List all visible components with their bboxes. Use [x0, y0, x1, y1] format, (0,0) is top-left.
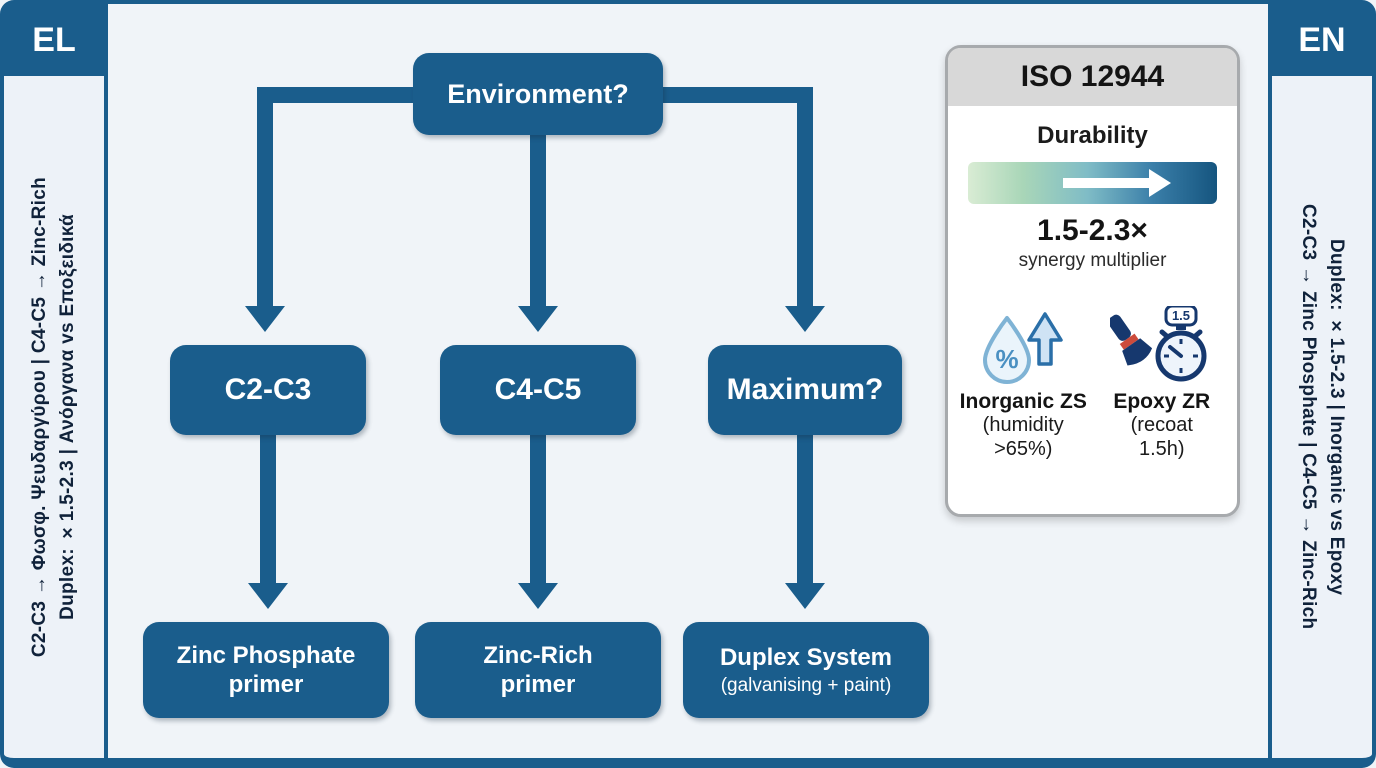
item-detail-line2: >65%) [994, 437, 1053, 460]
panel-title: ISO 12944 [948, 48, 1237, 106]
english-summary-text: C2-C3 → Zinc Phosphate | C4-C5 → Zinc-Ri… [1272, 76, 1372, 758]
leaf-label-line1: Duplex System [719, 643, 893, 671]
node-c4-c5-label: C4-C5 [494, 373, 582, 406]
recoat-badge: 1.5 [1172, 308, 1190, 323]
synergy-multiplier-caption: synergy multiplier [1018, 250, 1167, 271]
node-zinc-phosphate-primer: Zinc Phosphate primer [143, 622, 389, 718]
humidity-drop-up-arrow-icon: % [983, 312, 1063, 384]
node-c4-c5: C4-C5 [440, 345, 636, 435]
connector-stem-middle-lower [530, 435, 546, 585]
connector-stem-left-lower [260, 435, 276, 585]
brush-icon [1109, 314, 1152, 366]
arrowhead-icon [785, 583, 825, 609]
node-environment-label: Environment? [447, 78, 629, 109]
item-name: Inorganic ZS [959, 390, 1087, 413]
language-badge-en: EN [1272, 4, 1372, 76]
synergy-multiplier-value: 1.5-2.3× [1037, 214, 1148, 247]
durability-label: Durability [1037, 122, 1148, 149]
node-duplex-system: Duplex System (galvanising + paint) [683, 622, 929, 718]
epoxy-zr-item: 1.5 Epoxy ZR (recoat 1.5h) [1094, 306, 1230, 461]
right-arrow-icon [1063, 178, 1151, 188]
connector-stem-right-lower [797, 435, 813, 585]
sidebar-greek: EL C2-C3 → Φωσφ. Ψευδαργύρου | C4-C5 → Z… [4, 4, 108, 758]
percent-badge: % [996, 344, 1019, 374]
arrowhead-icon [785, 306, 825, 332]
leaf-label-line2: primer [500, 671, 576, 698]
sidebar-english: EN C2-C3 → Zinc Phosphate | C4-C5 → Zinc… [1268, 4, 1372, 758]
item-name: Epoxy ZR [1113, 390, 1211, 413]
connector-stem-right [797, 95, 813, 308]
right-arrowhead-icon [1149, 169, 1171, 197]
node-maximum-label: Maximum? [726, 373, 884, 406]
arrowhead-icon [518, 306, 558, 332]
greek-summary-line2: Duplex: ×1.5-2.3 | Ανόργανα vs Εποξειδικ… [57, 214, 78, 620]
leaf-label-line2: (galvanising + paint) [720, 675, 892, 697]
english-summary-line1: C2-C3 → Zinc Phosphate | C4-C5 → Zinc-Ri… [1298, 204, 1319, 630]
item-detail-line1: (recoat [1130, 414, 1193, 436]
node-c2-c3-label: C2-C3 [224, 373, 312, 406]
arrowhead-icon [248, 583, 288, 609]
item-detail-line2: 1.5h) [1138, 437, 1185, 460]
durability-gradient-bar [968, 162, 1217, 204]
greek-summary-text: C2-C3 → Φωσφ. Ψευδαργύρου | C4-C5 → Zinc… [4, 76, 104, 758]
connector-stem-middle [530, 130, 546, 308]
item-detail-line1: (humidity [982, 414, 1064, 436]
brush-stopwatch-icon: 1.5 [1109, 306, 1207, 382]
inorganic-zs-item: % Inorganic ZS (humidity >65%) [955, 306, 1091, 461]
arrowhead-icon [245, 306, 285, 332]
greek-summary-line1: C2-C3 → Φωσφ. Ψευδαργύρου | C4-C5 → Zinc… [29, 176, 50, 658]
leaf-label-line2: primer [228, 671, 304, 698]
node-environment: Environment? [413, 53, 663, 135]
arrowhead-icon [518, 583, 558, 609]
leaf-label-line1: Zinc-Rich [483, 641, 593, 669]
stopwatch-icon: 1.5 [1155, 306, 1207, 382]
english-summary-line2: Duplex: ×1.5-2.3 | Inorganic vs Epoxy [1326, 238, 1347, 596]
leaf-label-line1: Zinc Phosphate [176, 641, 356, 669]
node-maximum: Maximum? [708, 345, 902, 435]
iso-12944-panel: ISO 12944 Durability 1.5-2.3× synergy mu… [945, 45, 1240, 517]
language-badge-el: EL [4, 4, 104, 76]
node-zinc-rich-primer: Zinc-Rich primer [415, 622, 661, 718]
icon-row: % Inorganic ZS (humidity >65%) [948, 306, 1237, 461]
connector-stem-left [257, 95, 273, 308]
node-c2-c3: C2-C3 [170, 345, 366, 435]
